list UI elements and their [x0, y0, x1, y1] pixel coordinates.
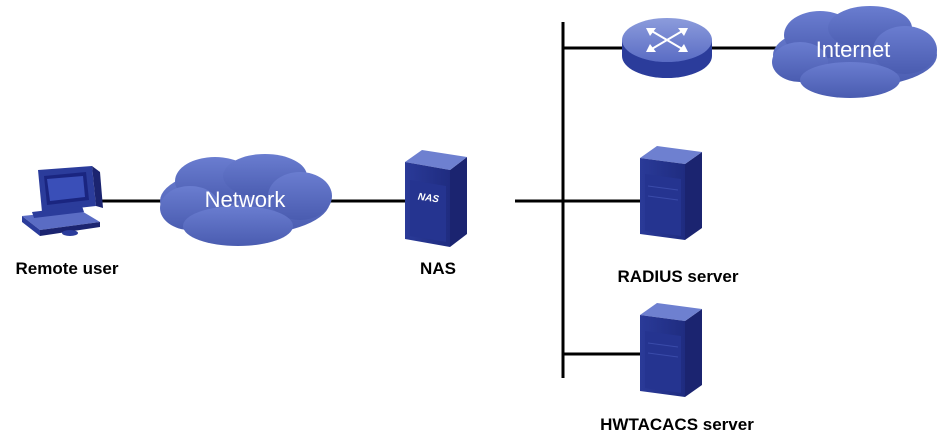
nas-label: NAS [420, 259, 456, 278]
hwtacacs-server-label: HWTACACS server [600, 415, 754, 434]
internet-label: Internet [816, 37, 891, 62]
server-icon [640, 146, 702, 240]
network-label: Network [205, 187, 287, 212]
computer-icon [22, 166, 103, 236]
nas-device-text: NAS [417, 192, 440, 206]
cloud-icon [160, 154, 332, 246]
server-icon [405, 150, 467, 247]
radius-server-label: RADIUS server [618, 267, 739, 286]
server-icon [640, 303, 702, 397]
router-icon [622, 18, 712, 78]
cloud-icon [772, 6, 937, 98]
remote-user-label: Remote user [16, 259, 119, 278]
